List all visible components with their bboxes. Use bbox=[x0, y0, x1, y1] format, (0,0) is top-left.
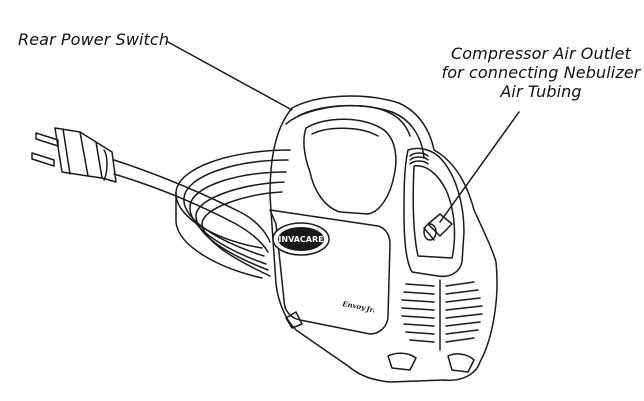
air-outlet-label-line-3: Air Tubing bbox=[500, 82, 582, 101]
brand-badge-text: INVACARE bbox=[278, 235, 323, 244]
power-cord bbox=[113, 159, 271, 253]
leader-line-power-switch bbox=[167, 41, 293, 111]
power-plug-icon bbox=[31, 127, 117, 183]
top-vent bbox=[409, 152, 429, 165]
air-outlet-label-line-2: for connecting Nebulizer bbox=[441, 63, 641, 82]
model-name-text: Envoy bbox=[341, 299, 367, 312]
front-panel bbox=[403, 147, 465, 278]
air-outlet-nozzle-icon bbox=[423, 213, 453, 241]
front-vent-grille bbox=[401, 279, 483, 351]
brand-badge bbox=[272, 222, 330, 256]
rear-power-switch-label: Rear Power Switch bbox=[18, 30, 170, 49]
coiled-cord bbox=[175, 149, 291, 279]
air-outlet-label-line-1: Compressor Air Outlet bbox=[451, 44, 631, 63]
base-feet bbox=[285, 311, 475, 373]
model-suffix-text: Jr. bbox=[364, 304, 376, 315]
leader-line-air-outlet bbox=[439, 111, 520, 223]
compressor-housing bbox=[269, 95, 498, 383]
side-label-panel bbox=[269, 209, 391, 335]
air-outlet-label: Compressor Air Outlet for connecting Neb… bbox=[438, 44, 644, 101]
handle-opening bbox=[303, 118, 397, 215]
